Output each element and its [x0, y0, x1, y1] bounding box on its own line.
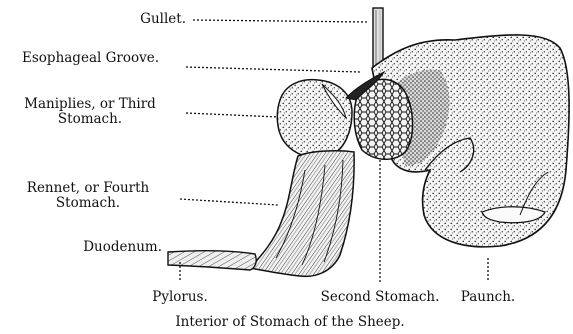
rennet-shape — [250, 151, 354, 277]
leader-esophageal-groove — [186, 67, 360, 72]
label-rennet-line1: Rennet, or Fourth — [0, 181, 176, 196]
label-maniplies-line1: Maniplies, or Third — [0, 97, 180, 112]
duodenum-shape — [168, 251, 256, 270]
label-pylorus: Pylorus. — [120, 290, 240, 305]
label-paunch: Paunch. — [448, 290, 528, 305]
label-maniplies: Maniplies, or Third Stomach. — [0, 97, 180, 127]
label-rennet: Rennet, or Fourth Stomach. — [0, 181, 176, 211]
label-maniplies-line2: Stomach. — [0, 112, 180, 127]
label-esophageal-groove: Esophageal Groove. — [0, 51, 159, 66]
label-gullet: Gullet. — [60, 12, 186, 27]
leader-rennet — [180, 199, 278, 205]
leader-maniplies — [186, 113, 278, 117]
label-rennet-line2: Stomach. — [0, 196, 176, 211]
figure-caption: Interior of Stomach of the Sheep. — [130, 315, 450, 330]
leader-gullet — [193, 20, 368, 22]
label-duodenum: Duodenum. — [50, 240, 162, 255]
maniplies-shape — [277, 80, 352, 158]
